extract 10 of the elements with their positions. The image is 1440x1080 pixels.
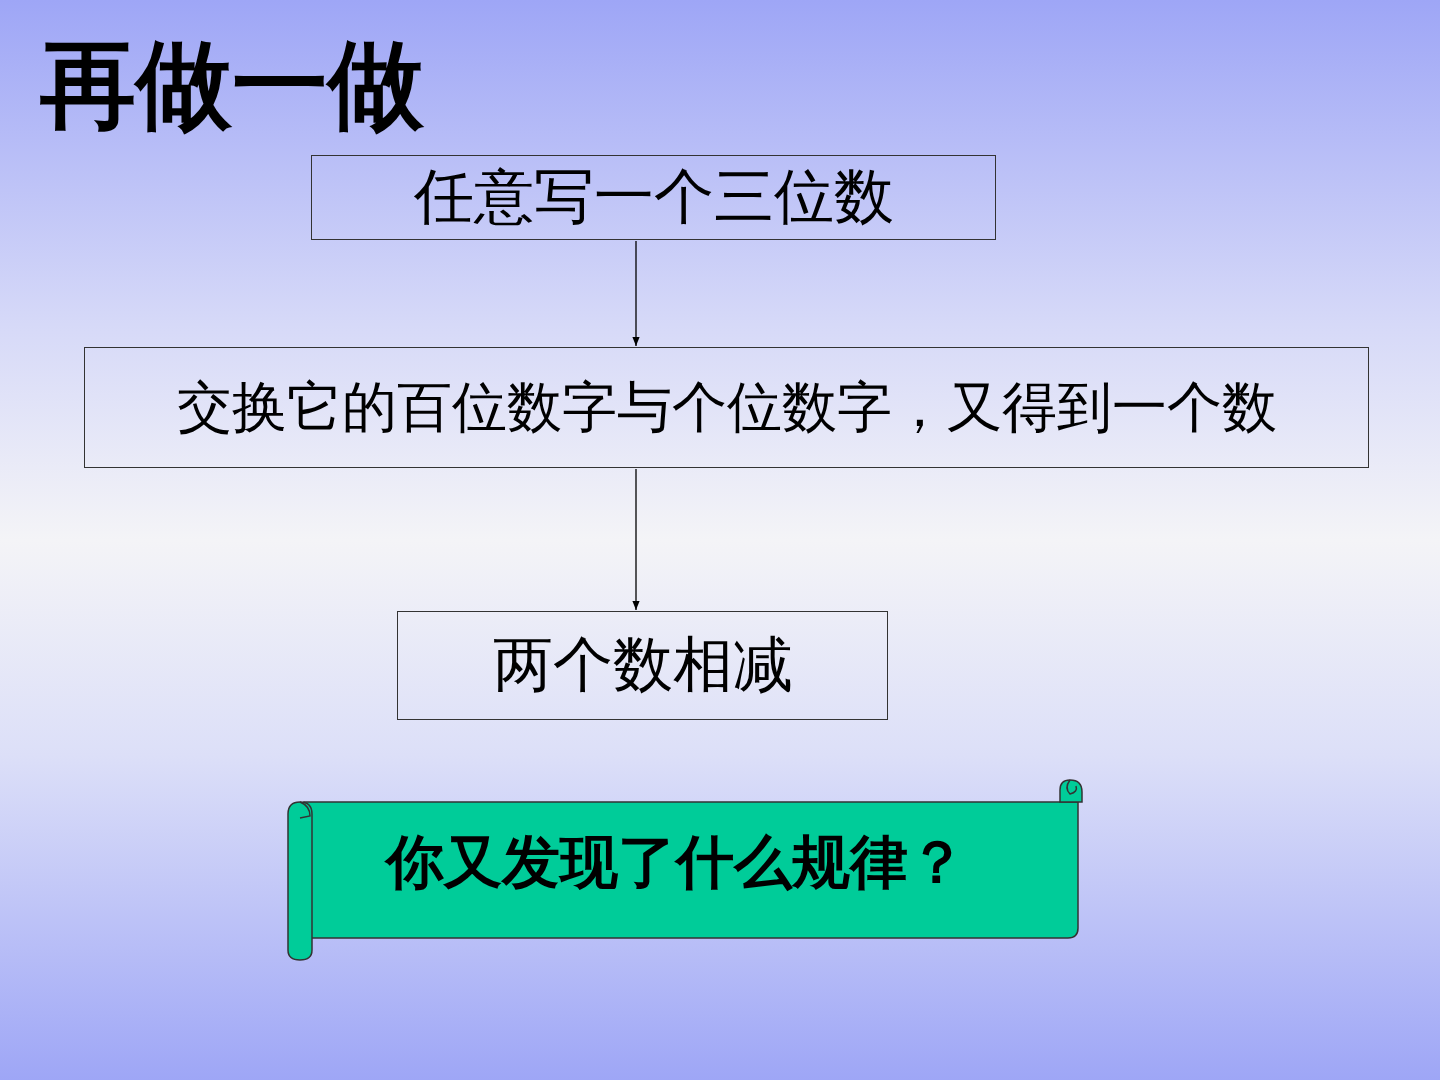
- arrow: [632, 240, 640, 347]
- box-text: 任意写一个三位数: [413, 160, 894, 233]
- box-text: 交换它的百位数字与个位数字，又得到一个数: [176, 373, 1277, 441]
- box-text: 两个数相减: [492, 628, 793, 701]
- arrow: [632, 468, 640, 611]
- process-box: [397, 611, 888, 720]
- slide-title: 再做一做: [40, 28, 424, 143]
- process-box: [311, 155, 996, 240]
- process-box: [84, 347, 1369, 468]
- banner-text: 你又发现了什么规律？: [386, 827, 966, 898]
